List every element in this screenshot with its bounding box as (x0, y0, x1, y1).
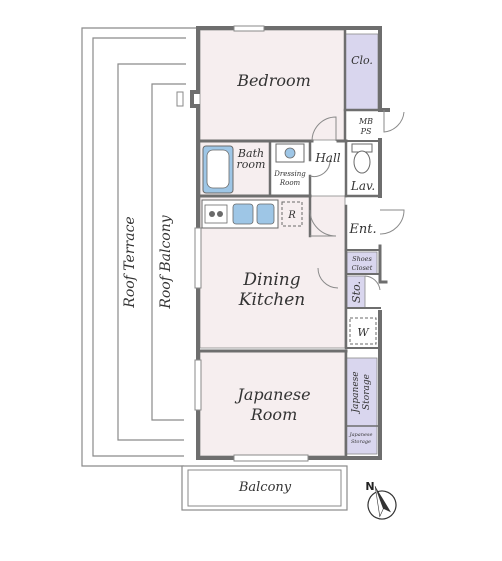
shoes-closet-label-bottom: Closet (352, 264, 373, 272)
closet-area (344, 33, 379, 111)
toilet-icon (351, 143, 373, 174)
doors (309, 110, 405, 291)
roof-balcony-label: Roof Balcony (158, 214, 174, 309)
roof-terrace (81, 27, 198, 467)
balcony (181, 465, 348, 511)
japanese-storage-area (344, 357, 378, 427)
bath-label-top: Bath (237, 147, 264, 160)
refrigerator-label: R (287, 210, 296, 221)
bathtub-icon (202, 145, 234, 194)
japanese-storage-small-label-bottom: Storage (351, 439, 371, 445)
japanese-storage-label-top: Japanese (351, 371, 361, 414)
japanese-room-label-bottom: Room (250, 405, 297, 424)
japanese-room-label-top: Japanese (234, 385, 310, 404)
north-label: N (365, 480, 374, 493)
room-fills (199, 29, 379, 457)
roof-terrace-label: Roof Terrace (122, 216, 138, 308)
shoes-closet-label-top: Shoes (352, 255, 372, 263)
dressing-label-bottom: Room (279, 179, 301, 187)
bath-label-bottom: room (237, 158, 266, 171)
japanese-room-area (199, 351, 346, 457)
dining-label-bottom: Kitchen (238, 290, 305, 310)
dining-label-top: Dining (242, 270, 300, 290)
refrigerator-space (281, 201, 303, 227)
sto-label: Sto. (350, 281, 363, 303)
mbps-label-bottom: PS (360, 127, 372, 136)
hall-label: Hall (314, 151, 340, 165)
washer-space (349, 317, 377, 345)
japanese-storage-small-label-top: Japanese (349, 432, 373, 438)
bedroom-label: Bedroom (236, 71, 311, 90)
dressing-label-top: Dressing (273, 170, 306, 178)
lav-label: Lav. (350, 179, 375, 193)
closet-label: Clo. (351, 54, 373, 67)
north-arrow-icon (367, 486, 397, 520)
roof-balcony (117, 63, 186, 441)
ent-label: Ent. (348, 222, 376, 237)
mbps-label-top: MB (358, 117, 373, 126)
windows (176, 25, 309, 462)
japanese-storage-label-bottom: Storage (362, 374, 372, 410)
washbasin-icon (275, 143, 305, 163)
kitchen-counter-icon (201, 199, 279, 229)
washer-label: W (357, 326, 370, 339)
balcony-label: Balcony (238, 480, 292, 495)
